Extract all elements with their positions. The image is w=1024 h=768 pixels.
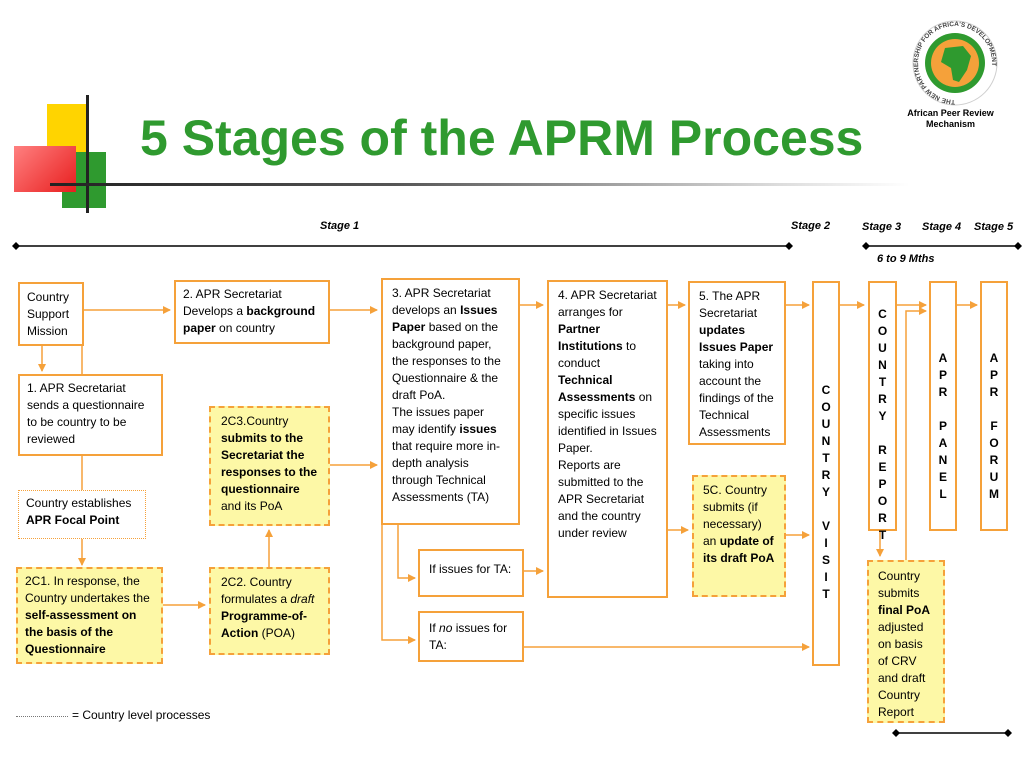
logo-caption-line2: Mechanism xyxy=(925,119,976,129)
step2-text-b: background paper xyxy=(183,304,316,335)
timeline-lines xyxy=(12,242,1022,737)
apr-forum-text: A P R F O R U M xyxy=(989,351,999,501)
step2c2-text-d: (POA) xyxy=(258,626,296,640)
stage4-label: Stage 4 xyxy=(922,221,962,233)
step5c-text-b: update of its draft PoA xyxy=(703,534,775,565)
step1-text: 1. APR Secretariat sends a questionnaire… xyxy=(27,381,145,446)
country-support-mission-text: Country Support Mission xyxy=(27,290,70,338)
step2c2-text-c: Programme-of-Action xyxy=(221,609,308,640)
country-report-box: C O U N T R Y R E P O R T xyxy=(868,281,897,542)
focal-point-text-b: APR Focal Point xyxy=(26,513,120,527)
ta-yes-text: If issues for TA: xyxy=(429,562,512,576)
step1-questionnaire-box: 1. APR Secretariat sends a questionnaire… xyxy=(18,374,163,456)
step3-text-b: Issues Paper xyxy=(392,303,498,334)
apr-panel-text: A P R P A N E L xyxy=(938,351,948,501)
step5-text-c: taking into account the findings of the … xyxy=(699,357,774,439)
ta-yes-box: If issues for TA: xyxy=(418,549,524,597)
country-support-mission-box: Country Support Mission xyxy=(18,282,84,346)
final-poa-box: Country submits final PoA adjusted on ba… xyxy=(867,560,945,723)
country-report-text: C O U N T R Y R E P O R T xyxy=(877,307,888,542)
step2c1-self-assessment-box: 2C1. In response, the Country undertakes… xyxy=(16,567,163,664)
stage2-label: Stage 2 xyxy=(791,220,831,232)
ta-no-box: If no issues for TA: xyxy=(418,611,524,662)
step3-text-a: 3. APR Secretariat develops an xyxy=(392,286,491,317)
step2c3-text-c: and its PoA xyxy=(221,499,283,513)
logo-caption-line1: African Peer Review xyxy=(907,108,994,118)
step2c2-text-b: draft xyxy=(290,592,315,606)
step3-text-e: issues xyxy=(459,422,497,436)
duration-label: 6 to 9 Mths xyxy=(877,253,935,265)
step4-text-c: to conduct xyxy=(558,339,637,370)
stage5-label: Stage 5 xyxy=(974,221,1014,233)
step2c1-text-a: 2C1. In response, the Country undertakes… xyxy=(25,574,150,605)
focal-point-text-a: Country establishes xyxy=(26,496,132,510)
ta-no-text-b: no xyxy=(439,621,453,635)
step3-text-d: The issues paper may identify xyxy=(392,405,485,436)
step2c3-text-b: submits to the Secretariat the responses… xyxy=(221,431,318,496)
step4-text-a: 4. APR Secretariat arranges for xyxy=(558,288,657,319)
final-poa-text-a: Country submits xyxy=(878,569,921,600)
step2c3-submit-responses-box: 2C3.Country submits to the Secretariat t… xyxy=(209,406,330,526)
step4-text-f: Reports are submitted to the APR Secreta… xyxy=(558,458,645,540)
step3-issues-paper-box: 3. APR Secretariat develops an Issues Pa… xyxy=(381,278,520,525)
step2-text-a: 2. APR Secretariat Develops a xyxy=(183,287,282,318)
step2c3-text-a: 2C3.Country xyxy=(221,414,289,428)
step3-text-f: that require more in-depth analysis thro… xyxy=(392,439,501,504)
stage3-label: Stage 3 xyxy=(862,221,902,233)
stage1-label: Stage 1 xyxy=(320,220,360,232)
step4-text-b: Partner Institutions xyxy=(558,322,623,353)
step5-text-a: 5. The APR Secretariat xyxy=(699,289,761,320)
focal-point-box: Country establishes APR Focal Point xyxy=(18,490,146,539)
step2c1-text-b: self-assessment on the basis of the Ques… xyxy=(25,608,137,656)
step2-background-paper-box: 2. APR Secretariat Develops a background… xyxy=(174,280,330,344)
legend-dotted-sample xyxy=(16,716,68,717)
legend-text: = Country level processes xyxy=(72,708,211,722)
aprm-logo: THE NEW PARTNERSHIP FOR AFRICA'S DEVELOP… xyxy=(912,20,998,106)
step5-text-b: updates Issues Paper xyxy=(699,323,774,354)
step4-text-d: Technical Assessments xyxy=(558,373,636,404)
final-poa-text-b: final PoA xyxy=(878,603,931,617)
page-title: 5 Stages of the APRM Process xyxy=(140,110,864,166)
ta-no-text-a: If xyxy=(429,621,440,635)
step5c-text-a: 5C. Country submits (if necessary) an xyxy=(703,483,768,548)
step3-text-c: based on the background paper, the respo… xyxy=(392,320,501,402)
step2-text-c: on country xyxy=(215,321,276,335)
country-visit-text: C O U N T R Y V I S I T xyxy=(821,383,831,601)
step5c-update-poa-box: 5C. Country submits (if necessary) an up… xyxy=(692,475,786,597)
final-poa-text-c: adjusted on basis of CRV and draft Count… xyxy=(878,620,926,719)
decor-vertical-line xyxy=(86,95,89,213)
apr-panel-box: A P R P A N E L xyxy=(929,281,957,531)
logo-caption: African Peer Review Mechanism xyxy=(893,108,1008,130)
apr-forum-box: A P R F O R U M xyxy=(980,281,1008,531)
decor-yellow-square xyxy=(47,104,89,154)
ta-no-text-c: issues for TA: xyxy=(429,621,508,652)
step4-technical-assessments-box: 4. APR Secretariat arranges for Partner … xyxy=(547,280,668,598)
step4-text-e: on specific issues identified in Issues … xyxy=(558,390,657,455)
country-visit-box: C O U N T R Y V I S I T xyxy=(812,281,840,666)
title-underline xyxy=(50,183,910,186)
step2c2-text-a: 2C2. Country formulates a xyxy=(221,575,292,606)
step5-update-issues-paper-box: 5. The APR Secretariat updates Issues Pa… xyxy=(688,281,786,445)
